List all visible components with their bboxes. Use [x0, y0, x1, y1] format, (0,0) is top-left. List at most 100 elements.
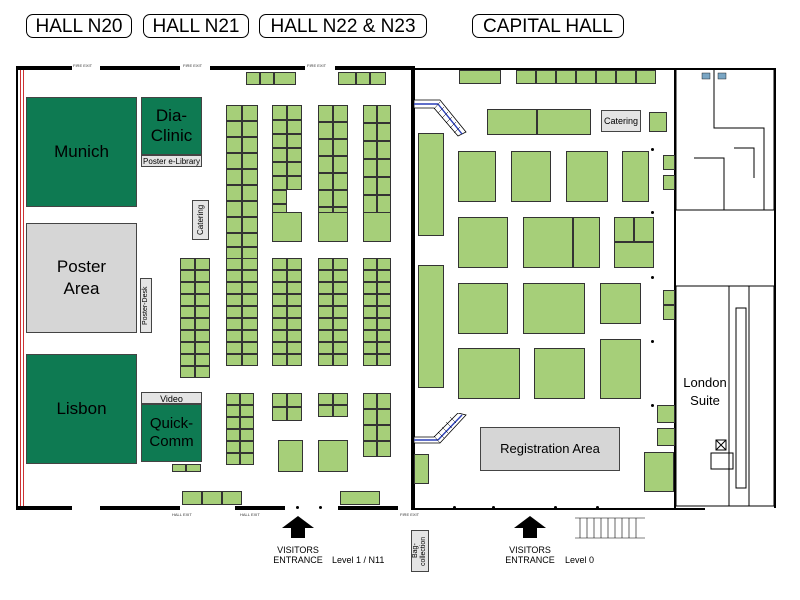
booth[interactable] [287, 134, 302, 148]
booth[interactable] [333, 282, 348, 294]
booth[interactable] [195, 282, 210, 294]
booth[interactable] [377, 342, 391, 354]
booth[interactable] [318, 342, 333, 354]
booth[interactable] [333, 122, 348, 139]
munich-room[interactable]: Munich [26, 97, 137, 207]
booth[interactable] [377, 282, 391, 294]
booth[interactable] [363, 425, 377, 441]
booth[interactable] [242, 185, 258, 201]
booth[interactable] [287, 162, 302, 176]
booth-capital-12c[interactable] [614, 242, 654, 268]
booth[interactable] [195, 342, 210, 354]
booth-capital-04[interactable] [534, 348, 585, 399]
booth-capital-top-1[interactable] [459, 70, 501, 84]
booth[interactable] [333, 156, 348, 173]
booth[interactable] [318, 190, 333, 207]
booth[interactable] [272, 270, 287, 282]
booth[interactable] [318, 354, 333, 366]
booth[interactable] [318, 282, 333, 294]
booth-top-3[interactable] [274, 72, 296, 85]
booth[interactable] [287, 176, 302, 190]
booth[interactable] [272, 258, 287, 270]
booth-p01[interactable] [222, 491, 242, 505]
booth[interactable] [287, 354, 302, 366]
visitors-entrance-left[interactable]: VISITORS ENTRANCE [273, 545, 323, 565]
booth[interactable] [180, 270, 195, 282]
booth[interactable] [226, 258, 242, 270]
booth[interactable] [363, 354, 377, 366]
poster-elibrary-label[interactable]: Poster e-Library [141, 155, 202, 167]
booth-capital-12b[interactable] [634, 217, 654, 242]
booth[interactable] [240, 453, 254, 465]
booth[interactable] [272, 294, 287, 306]
booth[interactable] [287, 306, 302, 318]
booth-capital-side-2[interactable] [663, 175, 675, 190]
booth[interactable] [318, 318, 333, 330]
booth[interactable] [318, 440, 348, 472]
booth[interactable] [180, 366, 195, 378]
booth-top-4[interactable] [338, 72, 356, 85]
booth[interactable] [318, 294, 333, 306]
booth[interactable] [287, 282, 302, 294]
booth[interactable] [195, 330, 210, 342]
video-label[interactable]: Video [141, 392, 202, 404]
booth[interactable] [318, 139, 333, 156]
booth[interactable] [318, 173, 333, 190]
booth[interactable] [226, 330, 242, 342]
booth[interactable] [287, 294, 302, 306]
booth-capital-side-6[interactable] [657, 428, 675, 446]
booth[interactable] [363, 123, 377, 141]
booth[interactable] [180, 294, 195, 306]
booth[interactable] [377, 354, 391, 366]
booth[interactable] [272, 342, 287, 354]
booth[interactable] [287, 342, 302, 354]
booth[interactable] [242, 169, 258, 185]
booth[interactable] [242, 306, 258, 318]
booth[interactable] [242, 342, 258, 354]
booth[interactable] [377, 425, 391, 441]
booth[interactable] [272, 162, 287, 176]
booth[interactable] [377, 195, 391, 213]
registration-area[interactable]: Registration Area [480, 427, 620, 471]
booth-capital-18[interactable] [458, 151, 496, 202]
booth-p02-03[interactable] [340, 491, 380, 505]
booth[interactable] [333, 173, 348, 190]
booth[interactable] [226, 441, 240, 453]
booth[interactable] [226, 270, 242, 282]
booth[interactable] [333, 306, 348, 318]
booth[interactable] [287, 270, 302, 282]
booth[interactable] [333, 318, 348, 330]
booth[interactable] [377, 159, 391, 177]
booth[interactable] [272, 148, 287, 162]
booth[interactable] [240, 405, 254, 417]
booth[interactable] [333, 342, 348, 354]
booth-capital-top-6[interactable] [596, 70, 616, 84]
booth[interactable] [242, 233, 258, 247]
booth[interactable] [287, 330, 302, 342]
booth[interactable] [363, 159, 377, 177]
booth[interactable] [363, 258, 377, 270]
booth[interactable] [195, 306, 210, 318]
booth[interactable] [226, 342, 242, 354]
booth[interactable] [242, 217, 258, 233]
booth[interactable] [240, 417, 254, 429]
booth[interactable] [240, 393, 254, 405]
booth[interactable] [377, 409, 391, 425]
booth[interactable] [318, 212, 348, 242]
booth[interactable] [363, 212, 391, 242]
booth[interactable] [363, 306, 377, 318]
booth[interactable] [363, 195, 377, 213]
booth[interactable] [333, 105, 348, 122]
booth[interactable] [318, 105, 333, 122]
booth[interactable] [195, 294, 210, 306]
booth-capital-22[interactable] [649, 112, 667, 132]
booth[interactable] [226, 217, 242, 233]
booth[interactable] [377, 270, 391, 282]
booth-capital-13[interactable] [573, 217, 600, 268]
booth[interactable] [272, 105, 287, 120]
booth[interactable] [272, 282, 287, 294]
booth[interactable] [226, 306, 242, 318]
booth-capital-14[interactable] [523, 217, 573, 268]
booth[interactable] [318, 270, 333, 282]
booth-capital-12a[interactable] [614, 217, 634, 242]
